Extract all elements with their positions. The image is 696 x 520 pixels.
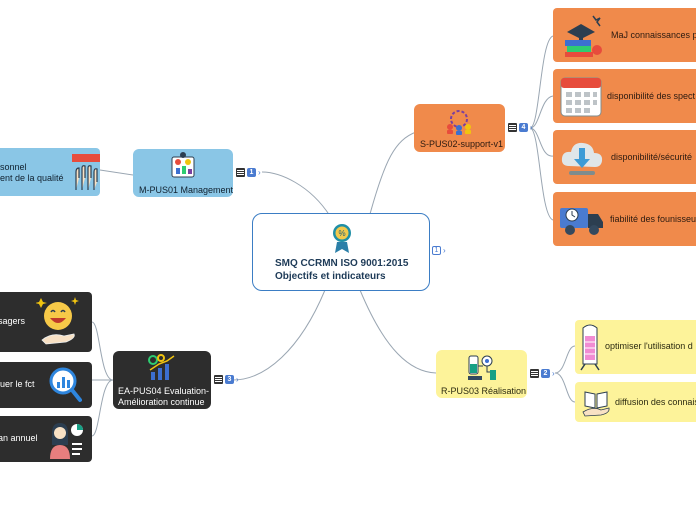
chevron-right-icon: › xyxy=(552,369,555,378)
evaluation-controls[interactable]: 3 › xyxy=(214,375,239,384)
evaluation-leaf-3-label: an annuel xyxy=(0,433,38,443)
management-icon xyxy=(171,152,195,178)
evaluation-leaf-2-label: luer le fct xyxy=(0,379,35,389)
chevron-right-icon: › xyxy=(530,123,533,132)
central-topic[interactable]: % SMQ CCRMN ISO 9001:2015 Objectifs et i… xyxy=(252,213,430,291)
central-tag[interactable]: 1 xyxy=(432,246,441,255)
branch-evaluation-line1: EA-PUS04 Evaluation- xyxy=(118,386,210,396)
branch-realisation-title: R-PUS03 Réalisation xyxy=(441,386,527,396)
book-hand-icon xyxy=(582,391,610,417)
reactor-icon xyxy=(580,324,600,371)
link-support-leaves xyxy=(529,35,554,221)
chevron-right-icon: › xyxy=(236,375,239,384)
management-leaf-1[interactable]: sonnel ent de la qualité xyxy=(0,148,100,196)
cloud-download-icon xyxy=(561,142,603,175)
branch-management[interactable]: M-PUS01 Management xyxy=(133,149,233,197)
realisation-leaf-1-label: optimiser l'utilisation d xyxy=(605,341,693,351)
evaluation-leaf-2[interactable]: luer le fct xyxy=(0,362,92,408)
realisation-controls[interactable]: 2 › xyxy=(530,369,555,378)
chevron-right-icon: › xyxy=(258,168,261,177)
management-leaf-1-line2: ent de la qualité xyxy=(0,173,64,183)
presenter-icon xyxy=(50,423,83,459)
menu-icon[interactable] xyxy=(530,369,539,378)
branch-evaluation[interactable]: EA-PUS04 Evaluation- Amélioration contin… xyxy=(113,351,211,409)
growth-chart-icon xyxy=(148,354,175,380)
support-controls[interactable]: 4 › xyxy=(508,123,533,132)
branch-evaluation-line2: Amélioration continue xyxy=(118,397,205,407)
realisation-leaf-2-label: diffusion des connais xyxy=(615,397,696,407)
evaluation-leaf-3[interactable]: an annuel xyxy=(0,416,92,462)
chevron-right-icon: › xyxy=(443,246,446,255)
link-central-support xyxy=(369,131,417,215)
link-central-evaluation xyxy=(232,289,326,381)
link-central-realisation xyxy=(359,289,437,374)
evaluation-count[interactable]: 3 xyxy=(225,375,234,384)
smiley-icon xyxy=(36,297,79,345)
menu-icon[interactable] xyxy=(214,375,223,384)
team-icon xyxy=(447,110,471,135)
realisation-leaf-2[interactable]: diffusion des connais xyxy=(575,382,696,422)
central-collapse-control[interactable]: 1 › xyxy=(432,246,446,255)
branch-support-title: S-PUS02-support-v1 xyxy=(420,139,504,149)
support-leaf-3[interactable]: disponibilité/sécurité xyxy=(553,130,696,184)
evaluation-leaf-1[interactable]: sagers xyxy=(0,292,92,352)
books-icon xyxy=(565,15,602,57)
support-leaf-4[interactable]: fiabilité des founisseu xyxy=(553,192,696,246)
lab-equipment-icon xyxy=(468,355,496,380)
central-title-line2: Objectifs et indicateurs xyxy=(275,271,386,282)
svg-text:%: % xyxy=(338,229,345,238)
realisation-leaf-1[interactable]: optimiser l'utilisation d xyxy=(575,320,696,374)
award-badge-icon: % xyxy=(333,224,351,253)
hands-up-icon xyxy=(72,154,100,190)
menu-icon[interactable] xyxy=(236,168,245,177)
evaluation-leaf-1-label: sagers xyxy=(0,316,26,326)
management-controls[interactable]: 1 › xyxy=(236,168,261,177)
management-count[interactable]: 1 xyxy=(247,168,256,177)
branch-support[interactable]: S-PUS02-support-v1 xyxy=(414,104,505,152)
support-leaf-1-label: MaJ connaissances pe xyxy=(611,30,696,40)
support-leaf-2[interactable]: disponibilité des spect xyxy=(553,69,696,123)
support-leaf-1[interactable]: MaJ connaissances pe xyxy=(553,8,696,62)
support-leaf-2-label: disponibilité des spect xyxy=(607,91,696,101)
link-evaluation-leaves xyxy=(91,321,114,437)
management-leaf-1-line1: sonnel xyxy=(0,162,27,172)
branch-management-title: M-PUS01 Management xyxy=(139,185,234,195)
support-count[interactable]: 4 xyxy=(519,123,528,132)
central-title-line1: SMQ CCRMN ISO 9001:2015 xyxy=(275,258,409,269)
calendar-icon xyxy=(560,77,602,117)
analytics-magnifier-icon xyxy=(49,367,82,402)
support-leaf-3-label: disponibilité/sécurité xyxy=(611,152,693,162)
realisation-count[interactable]: 2 xyxy=(541,369,550,378)
support-leaf-4-label: fiabilité des founisseu xyxy=(610,214,696,224)
link-central-management xyxy=(261,171,331,217)
branch-realisation[interactable]: R-PUS03 Réalisation xyxy=(436,350,527,398)
menu-icon[interactable] xyxy=(508,123,517,132)
delivery-truck-icon xyxy=(560,208,603,235)
link-realisation-leaves xyxy=(554,345,576,403)
link-management-leaf xyxy=(99,169,134,176)
